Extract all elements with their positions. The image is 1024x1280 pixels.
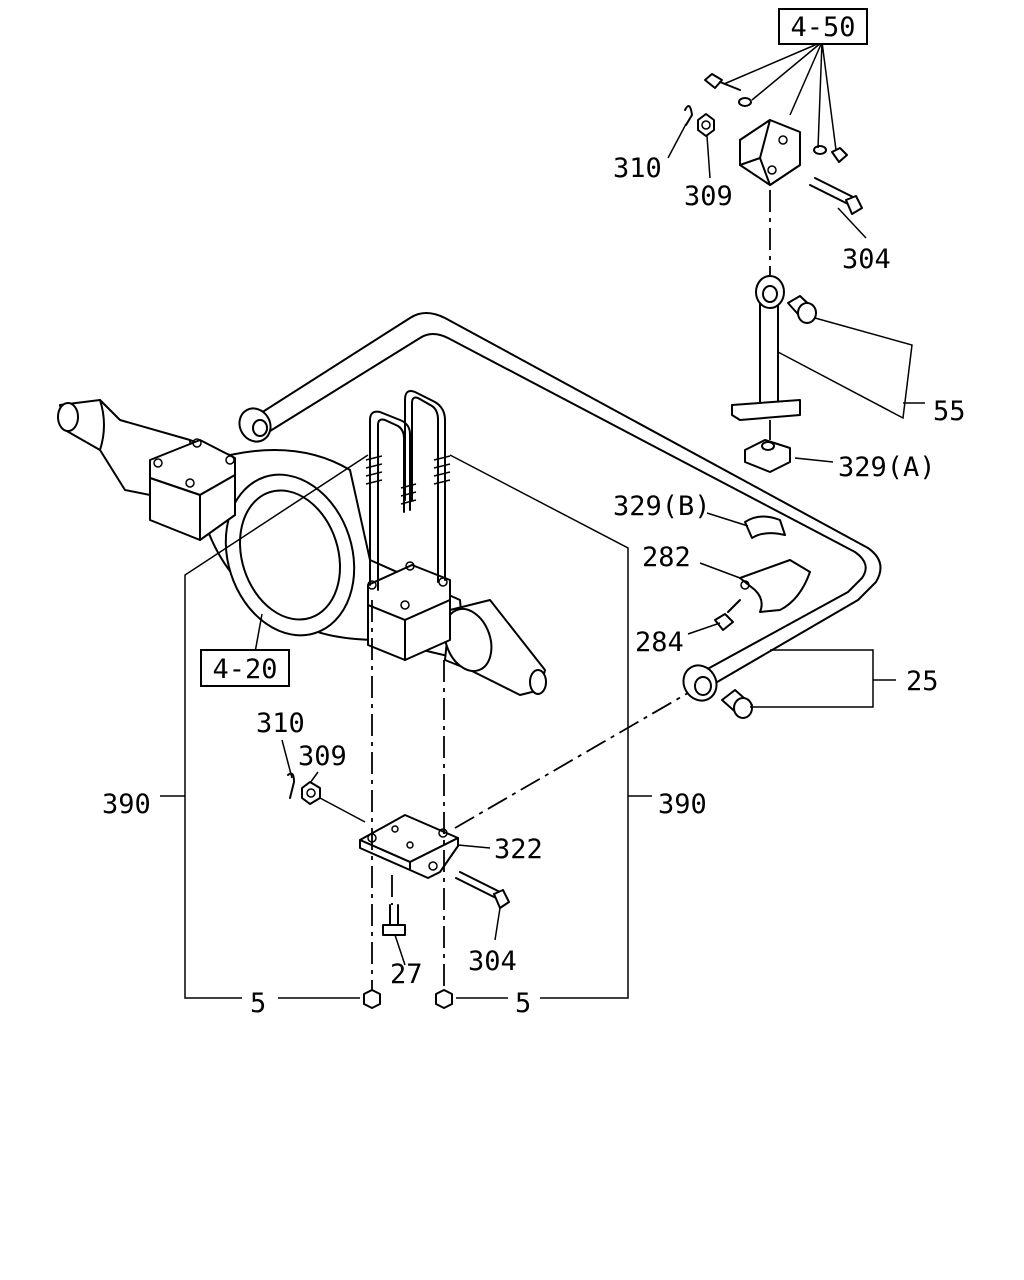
- label-284: 284: [635, 627, 684, 658]
- label-329b: 329(B): [613, 491, 711, 522]
- label-309-bottom: 309: [298, 741, 347, 772]
- label-55: 55: [933, 396, 966, 427]
- stabilizer-bar: [238, 312, 882, 719]
- label-27: 27: [390, 959, 423, 990]
- axle-housing: [57, 399, 547, 696]
- label-322: 322: [494, 834, 543, 865]
- label-304-bottom: 304: [468, 946, 517, 977]
- ref-box-4-50[interactable]: 4-50: [778, 8, 868, 45]
- ref-box-4-20[interactable]: 4-20: [200, 649, 290, 687]
- label-310-bottom: 310: [256, 708, 305, 739]
- label-5-left: 5: [250, 988, 266, 1019]
- label-310-top: 310: [613, 153, 662, 184]
- label-390-left: 390: [102, 789, 151, 820]
- upper-bracket-assembly: [684, 73, 863, 631]
- label-25: 25: [906, 666, 939, 697]
- leader-lines: [160, 41, 925, 999]
- label-390-right: 390: [658, 789, 707, 820]
- label-282: 282: [642, 542, 691, 573]
- label-5-right: 5: [515, 988, 531, 1019]
- ref-box-4-20-label: 4-20: [212, 654, 277, 685]
- part-labels: 310 309 304 55 329(A) 329(B) 282 284 25 …: [102, 153, 966, 1019]
- label-304-top: 304: [842, 244, 891, 275]
- u-bolts: [365, 390, 451, 591]
- lower-bracket: [287, 772, 510, 1009]
- label-329a: 329(A): [838, 452, 936, 483]
- label-309-top: 309: [684, 181, 733, 212]
- assembly-centerlines: [371, 190, 771, 990]
- ref-box-4-50-label: 4-50: [790, 12, 855, 43]
